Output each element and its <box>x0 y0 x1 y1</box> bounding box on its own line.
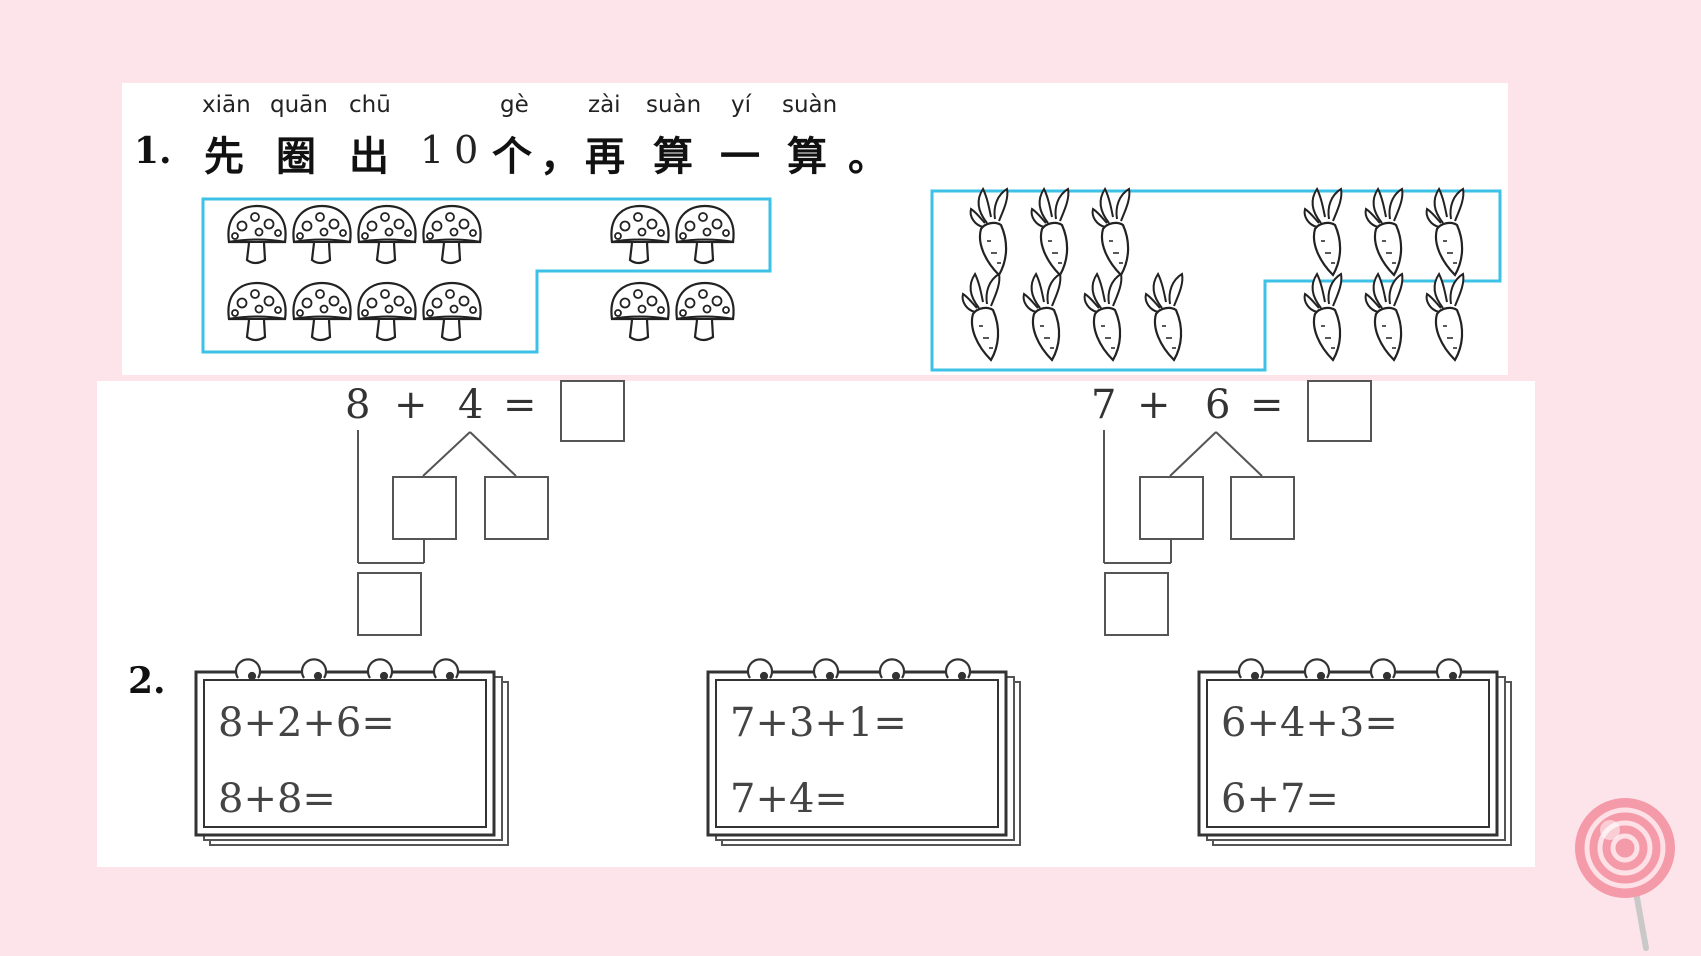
left-equals-sign: = <box>503 382 537 428</box>
mushroom-icon <box>609 204 671 265</box>
radish-icon <box>1364 187 1404 277</box>
char-ge: 个 <box>492 134 532 180</box>
notebook-card-1-frame <box>194 658 509 846</box>
lollipop-icon <box>1575 798 1675 951</box>
card-1-line-1: 8+2+6= <box>218 700 395 746</box>
pinyin-4: gè <box>500 92 529 118</box>
right-ten-box[interactable] <box>1104 572 1169 636</box>
radish-icon <box>1364 272 1404 362</box>
radish-icon <box>1030 187 1070 277</box>
notebook-card-1: 8+2+6= 8+8= <box>196 672 508 845</box>
mushroom-icon <box>674 204 736 265</box>
mushroom-icon <box>421 204 483 265</box>
mushroom-icon <box>421 281 483 342</box>
pinyin-1: xiān <box>202 92 251 118</box>
left-ten-box[interactable] <box>357 572 422 636</box>
char-chu: 出 <box>349 134 389 180</box>
pinyin-6: suàn <box>646 92 702 118</box>
notebook-card-3-frame <box>1197 658 1512 846</box>
question-2-number: 2. <box>128 660 166 702</box>
right-circle-outline <box>930 189 1502 372</box>
left-circle-outline <box>201 197 772 354</box>
mushroom-icon <box>226 204 288 265</box>
right-split-box-1[interactable] <box>1139 476 1204 540</box>
radish-icon <box>961 272 1001 362</box>
radish-icon <box>1091 187 1131 277</box>
char-comma: ， <box>540 134 580 180</box>
notebook-card-2-frame <box>706 658 1021 846</box>
radish-group <box>961 187 1465 362</box>
radish-icon <box>1022 272 1062 362</box>
pinyin-3: chū <box>349 92 391 118</box>
card-3-line-2: 6+7= <box>1221 776 1339 822</box>
left-split-box-1[interactable] <box>392 476 457 540</box>
mushroom-group <box>226 204 736 342</box>
notebook-card-frames <box>194 658 1512 846</box>
radish-icon <box>1083 272 1123 362</box>
pinyin-2: quān <box>270 92 328 118</box>
card-1-line-2: 8+8= <box>218 776 336 822</box>
left-answer-box[interactable] <box>560 380 625 442</box>
right-answer-box[interactable] <box>1307 380 1372 442</box>
card-3-line-1: 6+4+3= <box>1221 700 1398 746</box>
radish-icon <box>969 187 1009 277</box>
radish-icon <box>1425 272 1465 362</box>
left-plus-sign: + <box>394 382 428 428</box>
notebook-card-2: 7+3+1= 7+4= <box>708 672 1020 845</box>
right-addend-b: 6 <box>1205 382 1231 428</box>
pinyin-7: yí <box>731 92 752 118</box>
card-2-line-2: 7+4= <box>730 776 848 822</box>
char-yi: 一 <box>720 134 760 180</box>
mushroom-icon <box>609 281 671 342</box>
question-1-panel <box>122 83 1508 375</box>
char-period: 。 <box>848 134 888 180</box>
pinyin-5: zài <box>588 92 621 118</box>
right-plus-sign: + <box>1137 382 1171 428</box>
card-2-line-1: 7+3+1= <box>730 700 907 746</box>
left-split-box-2[interactable] <box>484 476 549 540</box>
question-1-number: 1. <box>134 130 172 172</box>
char-xian: 先 <box>204 134 244 180</box>
char-suan-2: 算 <box>787 134 827 180</box>
radish-icon <box>1425 187 1465 277</box>
notebook-card-3: 6+4+3= 6+7= <box>1199 672 1511 845</box>
radish-icon <box>1303 272 1343 362</box>
mushroom-icon <box>291 281 353 342</box>
mushroom-icon <box>356 204 418 265</box>
mushroom-icon <box>674 281 736 342</box>
number-ten: 10 <box>420 128 489 172</box>
left-make-ten-diagram <box>357 380 625 636</box>
right-make-ten-diagram <box>1103 380 1372 636</box>
mushroom-icon <box>226 281 288 342</box>
radish-icon <box>1144 272 1184 362</box>
char-quan: 圈 <box>276 134 316 180</box>
mushroom-icon <box>291 204 353 265</box>
char-zai: 再 <box>585 134 625 180</box>
radish-icon <box>1303 187 1343 277</box>
pinyin-8: suàn <box>782 92 838 118</box>
left-addend-a: 8 <box>345 382 371 428</box>
left-addend-b: 4 <box>458 382 484 428</box>
right-equals-sign: = <box>1250 382 1284 428</box>
char-suan-1: 算 <box>653 134 693 180</box>
mushroom-icon <box>356 281 418 342</box>
right-split-box-2[interactable] <box>1230 476 1295 540</box>
right-addend-a: 7 <box>1091 382 1117 428</box>
